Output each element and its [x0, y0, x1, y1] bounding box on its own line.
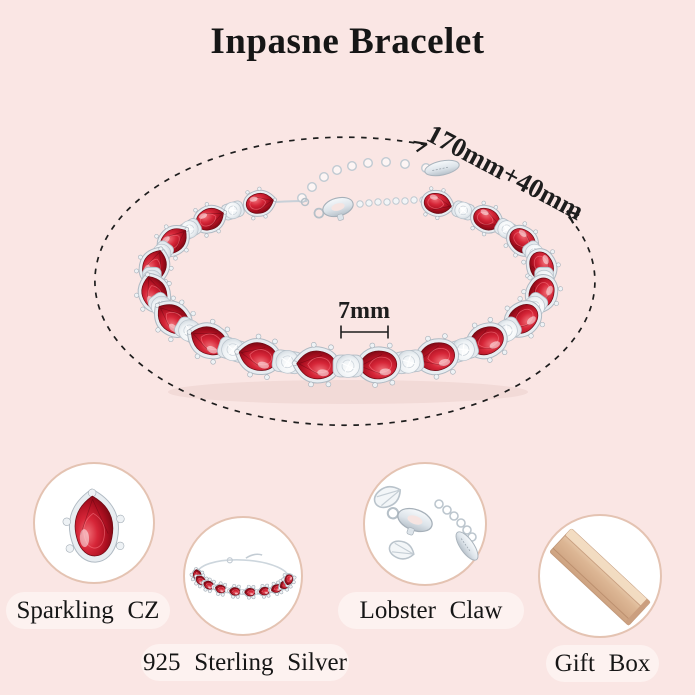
bracelet-red-gem: [420, 186, 456, 221]
feature-label-sterling-silver: 925 Sterling Silver: [141, 644, 349, 681]
chain-link: [462, 525, 472, 535]
chain-link: [401, 197, 409, 205]
mini-red-gem: [256, 583, 271, 599]
extension-chain-link: [307, 181, 318, 192]
chain-link: [356, 200, 364, 208]
extension-chain-link: [400, 158, 411, 169]
feature-label-sparkling-cz: Sparkling CZ: [6, 592, 170, 629]
bracelet-gems: [134, 186, 564, 388]
length-dashed-ellipse: [94, 136, 596, 427]
clasp-and-extension-chain: [297, 156, 460, 221]
extension-chain-link: [319, 171, 330, 182]
jump-ring: [300, 197, 310, 207]
bracelet-cz-stone: [332, 354, 364, 378]
chain-link: [442, 505, 452, 515]
width-label: 7mm: [338, 298, 390, 324]
feature-lobster-clasp: [386, 507, 433, 536]
hero-brand-tag: [424, 159, 460, 177]
bracelet-red-gem: [242, 186, 278, 221]
feature-label-lobster-claw: Lobster Claw: [338, 592, 524, 629]
mini-bracelet: [189, 553, 297, 600]
mini-red-gem: [212, 581, 228, 597]
width-measure-bracket: [340, 325, 389, 339]
chain-link: [434, 499, 444, 509]
chain-link: [383, 198, 391, 206]
chain-link: [410, 196, 418, 204]
extension-chain-link: [381, 156, 392, 167]
extension-chain-link: [332, 164, 343, 175]
bracelet-red-gem: [192, 202, 228, 238]
chain-link: [392, 197, 400, 205]
gift-box-icon: [550, 528, 651, 626]
extension-chain-link: [363, 157, 374, 168]
chain-link: [365, 199, 373, 207]
mini-red-gem: [281, 573, 297, 588]
bracelet-red-gem: [234, 333, 282, 380]
bracelet-photo: [134, 156, 564, 404]
mini-red-gem: [242, 584, 257, 600]
feature-label-gift-box: Gift Box: [546, 645, 659, 682]
chain-link: [456, 518, 466, 528]
lobster-clasp-icon: [373, 485, 479, 561]
ruby-pear-gem-icon: [62, 488, 125, 563]
product-title: Inpasne Bracelet: [210, 21, 485, 62]
chain-link: [449, 511, 459, 521]
length-arrow-top-icon: [413, 140, 428, 153]
feature-ruby-gem: [62, 488, 125, 563]
bracelet-red-gem: [352, 342, 402, 388]
extension-chain-link: [347, 160, 358, 171]
hero-lobster-clasp: [313, 196, 354, 221]
bracelet-shadow: [168, 380, 528, 404]
clasp-closeup: [373, 485, 479, 561]
length-arrow-right-icon: [566, 209, 580, 224]
gift-box: [550, 528, 651, 626]
feature-tag: [455, 531, 479, 561]
mini-bracelet-icon: [189, 553, 297, 600]
measurement-annotations: 170mm+40mm 7mm: [94, 118, 596, 427]
chain-link: [374, 198, 382, 206]
mini-red-gem: [227, 583, 242, 599]
